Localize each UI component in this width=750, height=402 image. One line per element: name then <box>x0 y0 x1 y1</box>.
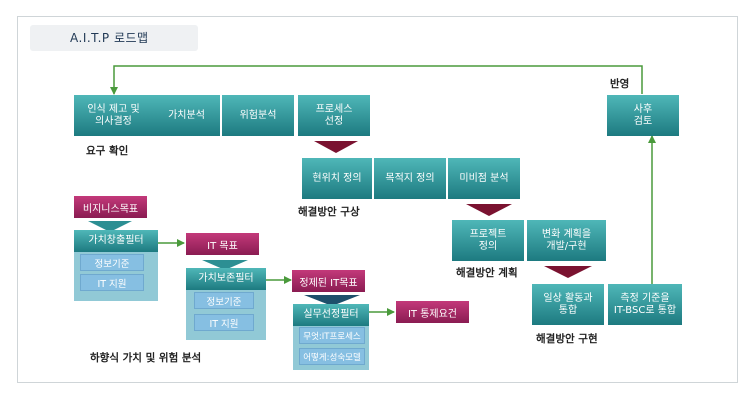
practical-filter-header: 실무선정필터 <box>293 304 369 326</box>
design-box-current: 현위치 정의 <box>302 158 372 199</box>
plan-box-change: 변화 계획을 개발/구현 <box>527 220 606 261</box>
design-to-plan-arrow <box>466 204 512 216</box>
control-requirements-box: IT 통제요건 <box>396 301 469 323</box>
impl-box-integrate: 일상 활동과 통합 <box>532 284 604 325</box>
it-goal-box: IT 목표 <box>186 233 259 255</box>
requirements-box-risk-analysis: 위험분석 <box>222 95 294 136</box>
design-box-target: 목적지 정의 <box>374 158 446 199</box>
roadmap-title: A.I.T.P 로드맵 <box>30 25 198 51</box>
business-goal-down-arrow <box>88 221 132 232</box>
requirements-label: 요구 확인 <box>86 145 129 157</box>
requirements-box-process-select: 프로세스 선정 <box>298 95 370 136</box>
value-filter-item-it: IT 지원 <box>80 274 144 291</box>
plan-to-impl-arrow <box>544 266 592 278</box>
preserve-filter-header: 가치보존필터 <box>186 268 266 290</box>
plan-label: 해결방안 계획 <box>456 267 518 279</box>
practical-filter-item-how: 어떻게:성숙모델 <box>299 348 365 365</box>
refined-goal-down-arrow <box>304 295 360 306</box>
impl-box-measure: 측정 기준을 IT-BSC로 통합 <box>608 284 682 325</box>
preserve-filter-item-it: IT 지원 <box>194 314 254 331</box>
requirements-box-awareness: 인식 제고 및 의사결정 <box>74 95 153 136</box>
business-goal-box: 비지니스목표 <box>74 196 147 218</box>
refined-goal-box: 정제된 IT목표 <box>292 270 365 292</box>
value-filter-header: 가치창출필터 <box>74 230 158 252</box>
design-box-gap: 미비점 분석 <box>448 158 520 199</box>
value-filter-item-info: 정보기준 <box>80 254 144 271</box>
review-box: 사후 검토 <box>607 95 679 136</box>
requirements-box-value-analysis: 가치분석 <box>153 95 220 136</box>
impl-label: 해결방안 구현 <box>536 333 598 345</box>
design-label: 해결방안 구상 <box>298 206 360 218</box>
practical-filter-item-what: 무엇:IT프로세스 <box>299 327 365 344</box>
plan-box-project: 프로젝트 정의 <box>452 220 524 261</box>
it-goal-down-arrow <box>202 260 248 270</box>
requirements-to-design-arrow <box>314 141 358 153</box>
preserve-filter-item-info: 정보기준 <box>194 292 254 309</box>
review-label: 반영 <box>610 78 630 90</box>
feedback-loop-connector <box>110 65 643 95</box>
topdown-label: 하향식 가치 및 위험 분석 <box>90 352 202 364</box>
